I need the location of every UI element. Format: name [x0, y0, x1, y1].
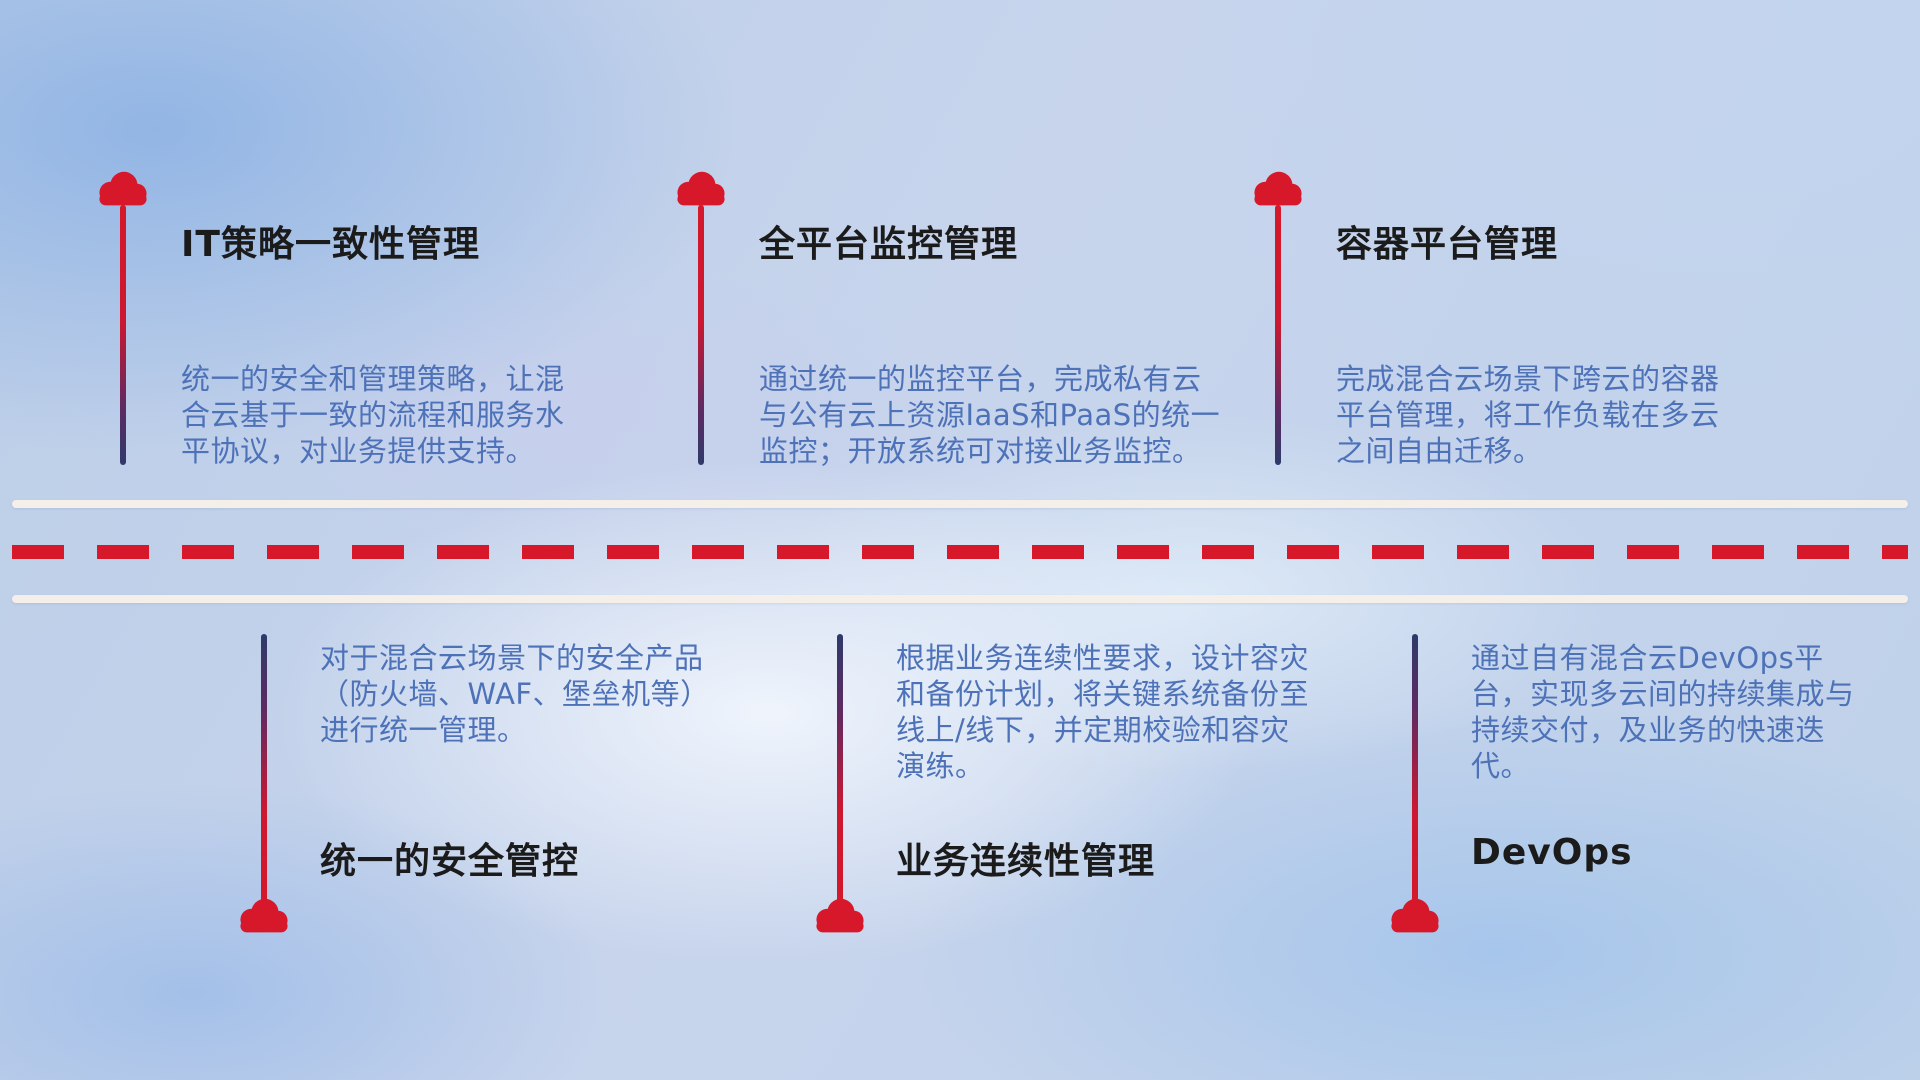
item-description: 对于混合云场景下的安全产品（防火墙、WAF、堡垒机等）进行统一管理。	[320, 641, 710, 747]
item-unified-security: 对于混合云场景下的安全产品（防火墙、WAF、堡垒机等）进行统一管理。 统一的安全…	[235, 634, 715, 1054]
item-description: 统一的安全和管理策略，让混合云基于一致的流程和服务水平协议，对业务提供支持。	[181, 362, 565, 468]
item-title: 容器平台管理	[1336, 224, 1559, 265]
road-top-line	[12, 500, 1908, 508]
connector-line	[837, 634, 843, 906]
item-platform-monitoring: 全平台监控管理 通过统一的监控平台，完成私有云与公有云上资源IaaS和PaaS的…	[672, 169, 1220, 589]
item-devops: 通过自有混合云DevOps平台，实现多云间的持续集成与持续交付，及业务的快速迭代…	[1386, 634, 1866, 1054]
item-title: 全平台监控管理	[759, 224, 1019, 265]
item-title: IT策略一致性管理	[181, 224, 480, 265]
cloud-icon	[235, 896, 293, 936]
connector-line	[698, 205, 704, 465]
connector-line	[1412, 634, 1418, 906]
item-business-continuity: 根据业务连续性要求，设计容灾和备份计划，将关键系统备份至线上/线下，并定期校验和…	[811, 634, 1309, 1054]
cloud-icon	[1386, 896, 1444, 936]
item-container-platform: 容器平台管理 完成混合云场景下跨云的容器平台管理，将工作负载在多云之间自由迁移。	[1249, 169, 1729, 589]
road-dashed-line	[12, 545, 1908, 559]
item-description: 完成混合云场景下跨云的容器平台管理，将工作负载在多云之间自由迁移。	[1336, 362, 1720, 468]
cloud-icon	[94, 169, 152, 209]
item-it-policy-management: IT策略一致性管理 统一的安全和管理策略，让混合云基于一致的流程和服务水平协议，…	[94, 169, 574, 589]
item-title: 统一的安全管控	[320, 841, 580, 882]
item-title: 业务连续性管理	[896, 841, 1156, 882]
item-title: DevOps	[1471, 832, 1633, 873]
cloud-icon	[1249, 169, 1307, 209]
cloud-icon	[672, 169, 730, 209]
item-description: 根据业务连续性要求，设计容灾和备份计划，将关键系统备份至线上/线下，并定期校验和…	[896, 641, 1310, 783]
item-description: 通过自有混合云DevOps平台，实现多云间的持续集成与持续交付，及业务的快速迭代…	[1471, 641, 1855, 783]
item-description: 通过统一的监控平台，完成私有云与公有云上资源IaaS和PaaS的统一监控；开放系…	[759, 362, 1221, 468]
connector-line	[261, 634, 267, 906]
connector-line	[120, 205, 126, 465]
connector-line	[1275, 205, 1281, 465]
cloud-icon	[811, 896, 869, 936]
road-bottom-line	[12, 595, 1908, 603]
